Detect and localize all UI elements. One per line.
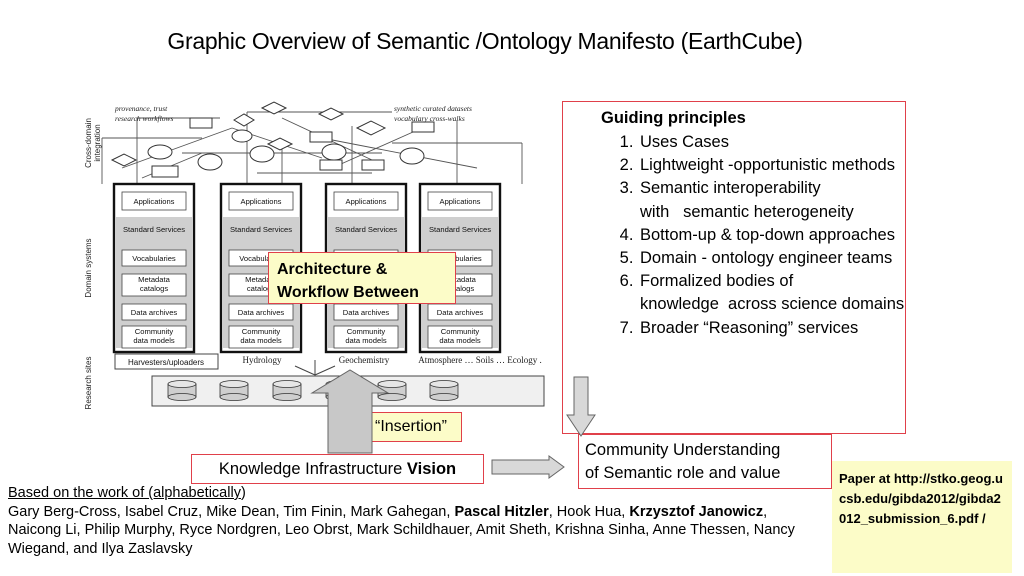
stack-layer-label: Vocabularies (438, 254, 482, 263)
left-annotation: provenance, trust (114, 104, 168, 113)
stack-layer-box (121, 191, 187, 211)
principle-item-2: Lightweight -opportunistic methods (638, 154, 908, 177)
principle-item-1: Uses Cases (638, 131, 908, 154)
stack-layer-box (333, 303, 399, 321)
architecture-callout: Architecture & Workflow Between (268, 252, 456, 304)
principle-item-5: Domain - ontology engineer teams (638, 247, 908, 270)
stack-layer-label: Applications (134, 197, 175, 206)
vision-right-arrow (491, 455, 565, 479)
side-label: Cross-domain (84, 118, 93, 168)
stack-layer-label: data models (439, 336, 481, 345)
credits-names-run: , Naicong Li, Philip Murphy, Ryce Nordgr… (8, 503, 795, 557)
stack-layer-label: Vocabularies (132, 254, 176, 263)
stack-layer-box (228, 191, 294, 211)
stack-layer-label: Applications (241, 197, 282, 206)
community-line-2: of Semantic role and value (585, 464, 781, 482)
principle-item-3: Semantic interoperability with semantic … (638, 177, 908, 223)
right-annotation: synthetic curated datasets (394, 104, 472, 113)
credits-bold-name: Pascal Hitzler (454, 503, 549, 520)
database-cylinder-bottom (219, 393, 249, 401)
database-cylinder-top (219, 380, 249, 388)
stack-layer-label: Metadata (245, 275, 277, 284)
knowledge-infrastructure-box: Knowledge Infrastructure Vision (191, 454, 484, 484)
insertion-callout: “Insertion” (360, 412, 462, 442)
stack-layer-label: Data archives (131, 308, 178, 317)
paper-link-box: Paper at http://stko.geog.ucsb.edu/gibda… (832, 461, 1012, 573)
stack-layer-label: Metadata (444, 275, 476, 284)
stack-layer-box (228, 303, 294, 321)
left-annotation: research workflows (115, 114, 173, 123)
stack-layer-label: Standard Services (335, 225, 397, 234)
stack-layer-box (228, 325, 294, 349)
stack-layer-label: Community (441, 327, 480, 336)
stack-layer-label: data models (133, 336, 175, 345)
stack-layer-label: data models (240, 336, 282, 345)
stack-layer-box (427, 303, 493, 321)
stack-layer-label: Data archives (343, 308, 390, 317)
stack-layer-label: catalogs (140, 284, 168, 293)
stack-layer-label: Vocabularies (239, 254, 283, 263)
principles-list: Uses CasesLightweight -opportunistic met… (605, 131, 908, 340)
domain-name-label: Geochemistry (339, 355, 390, 365)
credits-names-run: Gary Berg-Cross, Isabel Cruz, Mike Dean,… (8, 503, 455, 520)
slide-title: Graphic Overview of Semantic /Ontology M… (167, 28, 803, 54)
community-understanding-box: Community Understanding of Semantic role… (578, 434, 832, 489)
stack-layer-label: data models (345, 336, 387, 345)
harvesters-label: Harvesters/uploaders (128, 358, 204, 367)
architecture-line-1: Architecture & (277, 261, 388, 278)
stack-layer-label: catalogs (247, 284, 275, 293)
side-label: Domain systems (84, 238, 93, 297)
database-cylinder-bottom (429, 393, 459, 401)
stack-layer-box (333, 325, 399, 349)
principle-item-4: Bottom-up & top-down approaches (638, 224, 908, 247)
vision-label: Vision (406, 460, 457, 478)
database-cylinder-top (272, 380, 302, 388)
guiding-principles-box: Guiding principles Uses CasesLightweight… (562, 101, 906, 434)
principle-item-7: Broader “Reasoning” services (638, 317, 908, 340)
credits: Based on the work of (alphabetically) Ga… (8, 484, 823, 558)
stack-layer-label: Metadata (138, 275, 170, 284)
architecture-line-2: Workflow Between (277, 284, 419, 301)
database-cylinder-top (429, 380, 459, 388)
stack-layer-label: Standard Services (429, 225, 491, 234)
stack-layer-label: Standard Services (123, 225, 185, 234)
domain-name-label: Hydrology (243, 355, 282, 365)
credits-heading: Based on the work of (alphabetically (8, 485, 241, 501)
stack-layer-box (427, 325, 493, 349)
stack-layer-label: Applications (346, 197, 387, 206)
side-label: Research sites (84, 357, 93, 410)
credits-names-run: , Hook Hua, (548, 503, 630, 520)
stack-layer-box (121, 325, 187, 349)
database-cylinder-bottom (325, 393, 355, 401)
stack-layer-label: Standard Services (230, 225, 292, 234)
stack-layer-label: Data archives (238, 308, 285, 317)
stack-layer-box (121, 273, 187, 297)
database-cylinder-top (325, 380, 355, 388)
stack-layer-label: Applications (440, 197, 481, 206)
community-line-1: Community Understanding (585, 441, 781, 459)
stack-layer-box (333, 191, 399, 211)
side-label: integration (93, 124, 102, 161)
credits-names: Gary Berg-Cross, Isabel Cruz, Mike Dean,… (8, 503, 823, 559)
stack-layer-label: Community (242, 327, 281, 336)
credits-bold-name: Krzysztof Janowicz (629, 503, 764, 520)
stack-layer-label: catalogs (446, 284, 474, 293)
credits-heading-close: ) (240, 485, 246, 501)
database-cylinder-top (167, 380, 197, 388)
principle-item-6: Formalized bodies of knowledge across sc… (638, 270, 908, 316)
database-cylinder-top (377, 380, 407, 388)
stack-layer-box (121, 303, 187, 321)
database-cylinder-bottom (377, 393, 407, 401)
stack-layer-label: Community (135, 327, 174, 336)
stack-layer-box (121, 249, 187, 267)
stack-layer-label: Community (347, 327, 386, 336)
right-annotation: vocabulary cross-walks (394, 114, 465, 123)
database-cylinder-bottom (167, 393, 197, 401)
domain-name-label: Atmosphere … Soils … Ecology . (418, 355, 542, 365)
principles-heading: Guiding principles (601, 109, 746, 127)
stack-layer-box (427, 191, 493, 211)
knowledge-infrastructure-label: Knowledge Infrastructure (218, 460, 407, 478)
stack-layer-label: Data archives (437, 308, 484, 317)
database-cylinder-bottom (272, 393, 302, 401)
